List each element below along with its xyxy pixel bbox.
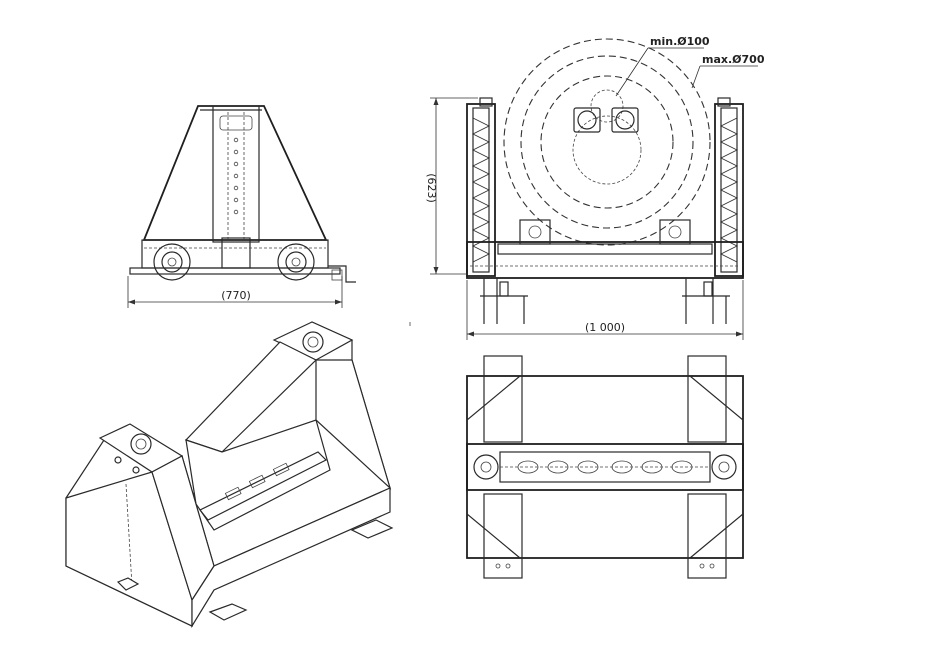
- dimension-height-front-label: (623): [425, 173, 438, 203]
- min-diameter-callout: min.Ø100: [650, 35, 710, 48]
- isometric-view: [65, 321, 394, 629]
- front-view-width-dimension: [466, 280, 744, 340]
- front-view-top-rollers: [573, 107, 639, 133]
- max-diameter-callout: max.Ø700: [702, 53, 765, 66]
- plan-view: [466, 355, 744, 579]
- plan-view-end-wheels: [473, 454, 737, 480]
- front-view-legs: [480, 278, 730, 324]
- side-view-width-dimension: [127, 276, 343, 308]
- side-view-right-wheel: [277, 243, 315, 281]
- side-view-left-wheel: [153, 243, 191, 281]
- dimension-width-side-label: (770): [221, 289, 251, 302]
- max-diameter-circle: [503, 38, 711, 246]
- side-view-column-holes: [233, 137, 239, 215]
- isometric-roller-track: [199, 451, 328, 521]
- front-view-height-dimension: [430, 97, 478, 275]
- plan-view-corner-pads: [483, 355, 727, 579]
- plan-view-beam-rollers: [517, 460, 693, 474]
- dimension-width-front-label: (1 000): [585, 321, 625, 334]
- min-diameter-circle: [590, 89, 624, 123]
- side-view: (770): [127, 105, 356, 308]
- front-view-bottom-rollers: [519, 219, 691, 245]
- front-view: min.Ø100 max.Ø700 (623) (1 000): [425, 35, 765, 340]
